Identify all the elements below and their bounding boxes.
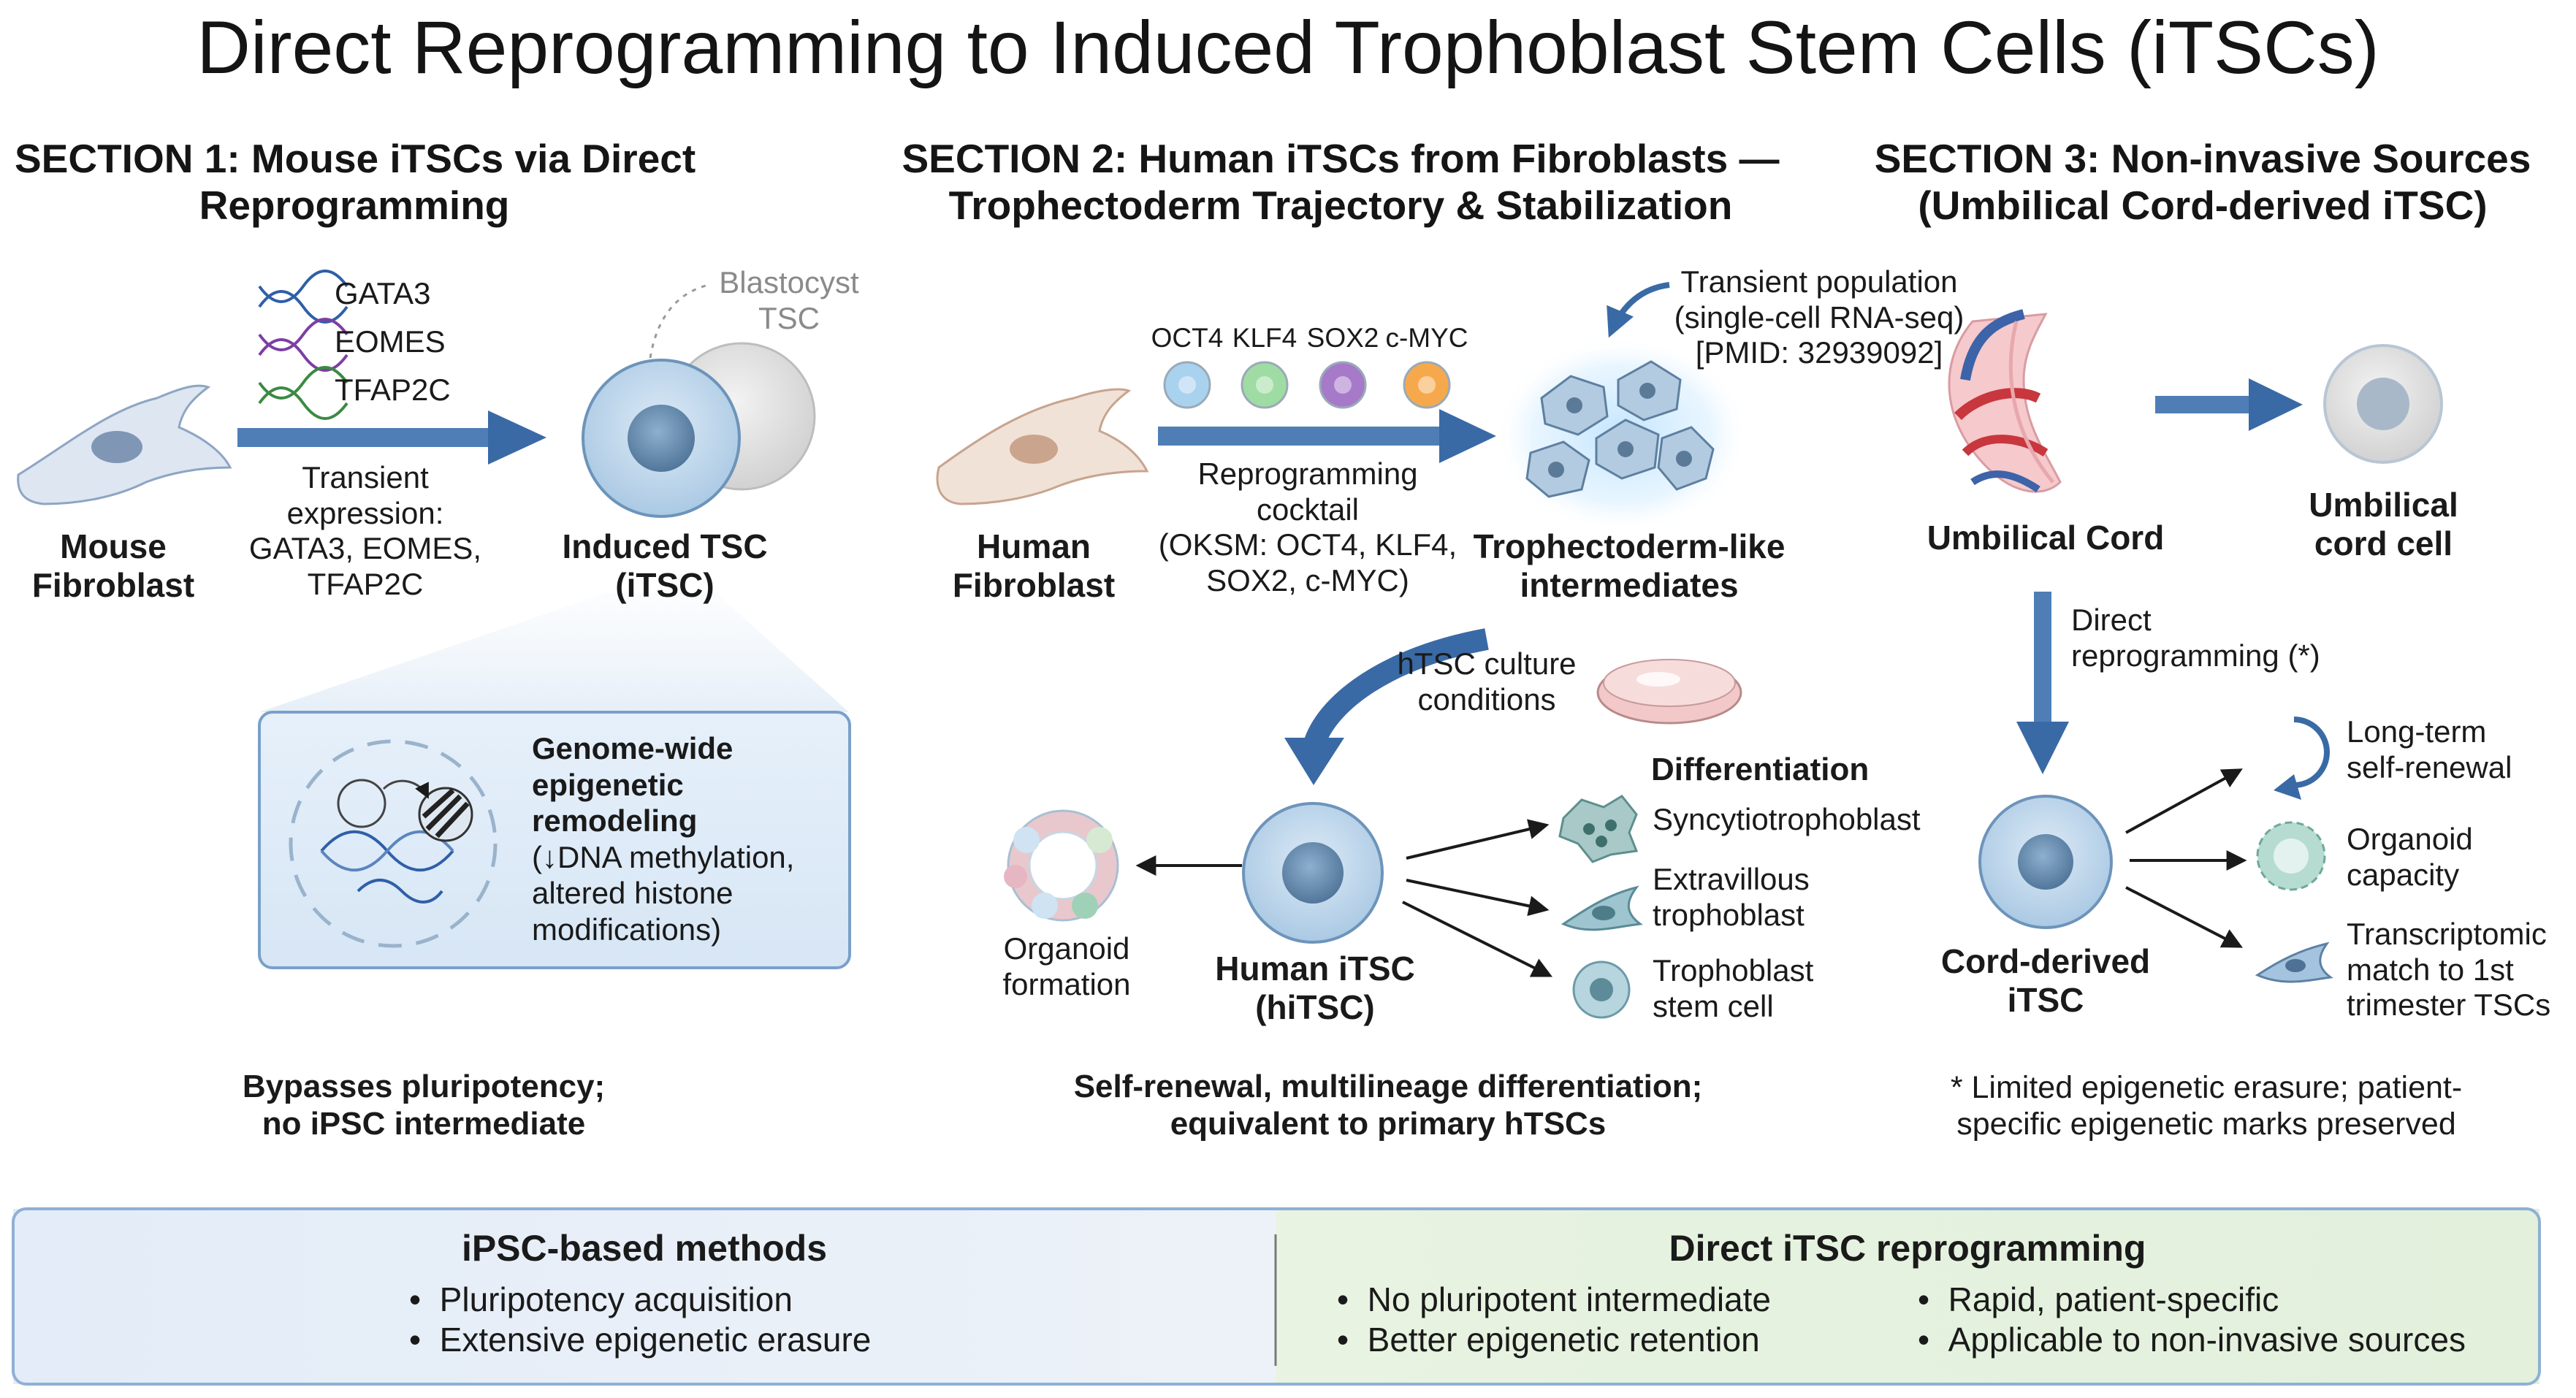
organoid-capacity-icon [2256, 821, 2326, 891]
section3-arrow [2155, 378, 2303, 431]
oksm-factor-dots [1163, 361, 1451, 409]
direct-itsc-list-2: Rapid, patient-specificApplicable to non… [1918, 1280, 2466, 1360]
transcriptomic-cell-icon [2255, 941, 2333, 983]
factor-dot-klf4 [1241, 361, 1289, 409]
factor-dot-cmyc [1403, 361, 1451, 409]
direct-reprogramming-arrow [2016, 592, 2069, 774]
dna-gata3-icon [258, 270, 348, 324]
trophectoderm-cluster [1494, 336, 1750, 533]
outcome-arrow-3 [2125, 886, 2243, 948]
section3-heading: SECTION 3: Non-invasive Sources(Umbilica… [1874, 136, 2531, 228]
self-renewal-icon [2274, 717, 2330, 800]
epigenetic-box [258, 711, 851, 969]
factor-dot-sox2 [1319, 361, 1367, 409]
section2-heading: SECTION 2: Human iTSCs from Fibroblasts … [902, 136, 1780, 228]
syncytiotrophoblast-icon [1558, 795, 1639, 863]
umbilical-cord-icon [1948, 309, 2062, 493]
section1-factor-list: GATA3 EOMES TFAP2C [335, 276, 451, 421]
culture-arrow [1304, 628, 1489, 746]
zoom-callout [259, 593, 849, 712]
factor-label-cmyc: c-MYC [1385, 323, 1468, 353]
factor-eomes-label: EOMES [335, 324, 446, 359]
transient-population-text: Transient population(single-cell RNA-seq… [1674, 264, 1965, 370]
factor-label-sox2: SOX2 [1306, 323, 1379, 353]
factor-dot-core [1418, 376, 1436, 394]
comparison-border [12, 1207, 2541, 1386]
factor-dot-core [1178, 376, 1196, 394]
transient-pointer-arrow [1607, 282, 1670, 338]
epigenetic-remodeling-text: Genome-wide epigenetic remodeling (↓DNA … [532, 731, 795, 947]
human-fibroblast-icon [936, 388, 1149, 505]
ipsc-methods-title: iPSC-based methods [461, 1228, 828, 1269]
umbilical-cord-label: Umbilical Cord [1927, 519, 2165, 557]
hitsc-label: Human iTSC(hiTSC) [1215, 950, 1415, 1027]
diff-arrow-3 [1402, 901, 1553, 977]
induced-tsc-cell [582, 359, 741, 518]
outcome-arrow-1 [2125, 768, 2243, 834]
factor-label-oct4: OCT4 [1151, 323, 1224, 353]
direct-itsc-title: Direct iTSC reprogramming [1669, 1228, 2146, 1269]
ipsc-methods-list: Pluripotency acquisitionExtensive epigen… [409, 1280, 872, 1360]
section2-summary: Self-renewal, multilineage differentiati… [1073, 1069, 1703, 1142]
section2-arrow [1158, 409, 1496, 463]
section3-footnote: * Limited epigenetic erasure; patient-sp… [1950, 1070, 2463, 1142]
factor-dot-core [1256, 376, 1273, 394]
extravillous-trophoblast-icon [1561, 885, 1643, 931]
diff-arrow-1 [1406, 819, 1550, 860]
direct-itsc-list-1: No pluripotent intermediateBetter epigen… [1337, 1280, 1771, 1360]
dna-tfap2c-icon [258, 366, 348, 420]
factor-dot-core [1334, 376, 1352, 394]
culture-arrow-head [1284, 738, 1344, 785]
trophoblast-stem-cell-icon [1572, 960, 1631, 1019]
cord-derived-itsc-cell [1978, 795, 2113, 929]
diff-arrow-2 [1406, 879, 1550, 917]
factor-dot-oct4 [1163, 361, 1211, 409]
page-title: Direct Reprogramming to Induced Trophobl… [197, 6, 2379, 89]
dna-eomes-icon [258, 318, 348, 372]
hitsc-cell [1242, 802, 1384, 944]
factor-label-klf4: KLF4 [1232, 323, 1297, 353]
factor-tfap2c-label: TFAP2C [335, 373, 451, 407]
chromatin-icon [289, 739, 498, 948]
section1-summary: Bypasses pluripotency;no iPSC intermedia… [242, 1069, 606, 1142]
differentiation-title: Differentiation [1651, 752, 1870, 787]
section1-arrow [237, 410, 546, 465]
mouse-fibroblast-icon [17, 384, 232, 505]
blastocyst-pointer [649, 283, 709, 359]
petri-dish-icon [1596, 659, 1742, 725]
umbilical-cord-cell [2323, 344, 2443, 464]
induced-tsc-label: Induced TSC(iTSC) [562, 527, 768, 605]
diff-syncytiotrophoblast-label: Syncytiotrophoblast [1653, 802, 1921, 836]
factor-gata3-label: GATA3 [335, 276, 431, 310]
organoid-icon [1004, 809, 1119, 922]
